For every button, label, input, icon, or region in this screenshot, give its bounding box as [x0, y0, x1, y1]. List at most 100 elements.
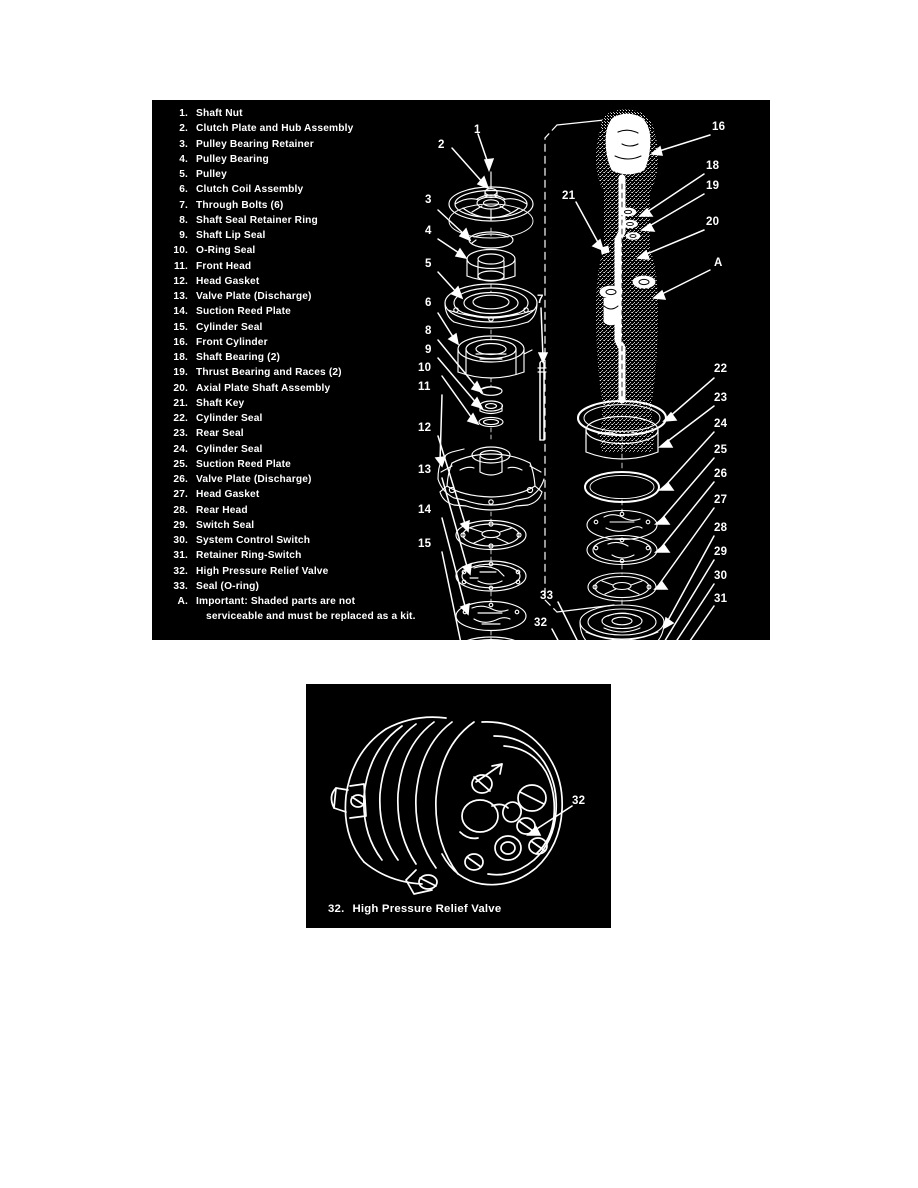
callout-29: 29 — [714, 546, 728, 558]
legend-item-label: Important: Shaded parts are not — [196, 596, 356, 607]
legend-item: 5.Pulley — [166, 169, 416, 184]
legend-item-number: 7. — [179, 199, 188, 211]
legend-item-number: A. — [177, 596, 188, 607]
callout-28: 28 — [714, 522, 728, 534]
legend-item-label: Shaft Lip Seal — [196, 230, 266, 241]
legend-item-label: Through Bolts (6) — [196, 199, 284, 211]
legend-item: 12.Head Gasket — [166, 276, 416, 291]
legend-item: 4. Pulley Bearing — [166, 154, 416, 169]
callout-10: 10 — [418, 362, 432, 374]
callout-valve-32: 32 — [572, 795, 586, 807]
callout-6: 6 — [425, 297, 432, 309]
legend-item-number: 30. — [173, 535, 188, 546]
legend-item: 2.Clutch Plate and Hub Assembly — [166, 123, 416, 138]
callout-23: 23 — [714, 392, 728, 404]
callout-12: 12 — [418, 422, 432, 434]
legend-item-label: Switch Seal — [196, 519, 255, 531]
legend-item-label: Valve Plate (Discharge) — [196, 474, 312, 485]
legend-item-label: Front Head — [196, 260, 252, 272]
callout-1: 1 — [474, 124, 481, 136]
legend-item: 28. Rear Head — [166, 505, 416, 520]
callout-22: 22 — [714, 363, 728, 375]
legend-item: 10.O-Ring Seal — [166, 245, 416, 260]
legend-item-label: Cylinder Seal — [196, 321, 263, 333]
callout-13: 13 — [418, 464, 432, 476]
legend-item-number: 29. — [173, 519, 188, 531]
legend-item: 30.System Control Switch — [166, 535, 416, 550]
legend-item: 31.Retainer Ring-Switch — [166, 550, 416, 565]
legend-item-label: Rear Seal — [196, 428, 244, 440]
legend-item-number: 4. — [179, 153, 188, 165]
legend-item-label: Suction Reed Plate — [196, 306, 291, 318]
legend-item: 14. Suction Reed Plate — [166, 306, 416, 321]
legend-item-number: 10. — [173, 245, 188, 257]
legend-item-number: 3. — [179, 138, 188, 150]
legend-item-number: 8. — [179, 214, 188, 226]
callout-19: 19 — [706, 180, 720, 192]
legend-item: 32. High Pressure Relief Valve — [166, 566, 416, 581]
legend-item: 6.Clutch Coil Assembly — [166, 184, 416, 199]
legend-item: 20. Axial Plate Shaft Assembly — [166, 383, 416, 398]
legend-item-number: 16. — [173, 336, 188, 348]
legend-item-number: 28. — [173, 504, 188, 516]
callout-30: 30 — [714, 570, 728, 582]
callout-8: 8 — [425, 325, 432, 337]
callout-15: 15 — [418, 538, 432, 550]
legend-item: 15.Cylinder Seal — [166, 322, 416, 337]
legend-item-label: Cylinder Seal — [196, 413, 263, 424]
legend-item-label: Seal (O-ring) — [196, 580, 260, 592]
legend-item: 18.Shaft Bearing (2) — [166, 352, 416, 367]
legend-item-label: Valve Plate (Discharge) — [196, 291, 312, 302]
legend-item-label: Shaft Key — [196, 397, 245, 409]
legend-item: 11.Front Head — [166, 261, 416, 276]
legend-item-label: Rear Head — [196, 504, 248, 516]
legend-item-number: 32. — [173, 565, 188, 577]
legend-item: 13. Valve Plate (Discharge) — [166, 291, 416, 306]
legend-item: 26.Valve Plate (Discharge) — [166, 474, 416, 489]
callout-11: 11 — [418, 381, 431, 393]
callout-20: 20 — [706, 216, 720, 228]
legend-item-number: 13. — [173, 291, 188, 302]
legend-item: 23.Rear Seal — [166, 428, 416, 443]
legend-item-label: High Pressure Relief Valve — [196, 565, 329, 577]
legend-item-label: Thrust Bearing and Races (2) — [196, 367, 342, 379]
callout-33: 33 — [540, 590, 554, 602]
callout-14: 14 — [418, 504, 432, 516]
callout-2: 2 — [438, 139, 445, 151]
legend-item-number: 20. — [173, 382, 188, 394]
legend-item-number: 27. — [173, 489, 188, 501]
callout-24: 24 — [714, 418, 728, 430]
legend-item-number: 9. — [179, 230, 188, 241]
legend-item-number: 12. — [173, 275, 188, 287]
legend-item-number: 19. — [173, 367, 188, 379]
callout-27: 27 — [714, 494, 728, 506]
legend-item-number: 24. — [173, 443, 188, 455]
legend-item-number: 31. — [173, 550, 188, 562]
callout-31: 31 — [714, 593, 728, 605]
legend-item-number: 2. — [179, 123, 188, 135]
legend-item-number: 1. — [179, 108, 188, 119]
legend-item: 7. Through Bolts (6) — [166, 200, 416, 215]
callout-32: 32 — [534, 617, 548, 629]
relief-valve-location-figure: 32 32.High Pressure Relief Valve — [306, 684, 611, 928]
legend-item: 3.Pulley Bearing Retainer — [166, 139, 416, 154]
legend-item: 1.Shaft Nut — [166, 108, 416, 123]
legend-item: 21. Shaft Key — [166, 398, 416, 413]
compressor-housing-artwork — [330, 716, 564, 895]
legend-item-number: 21. — [173, 397, 188, 409]
legend-item: A. Important: Shaded parts are not — [166, 596, 416, 611]
callout-7: 7 — [537, 294, 544, 306]
legend-item-continuation: serviceable and must be replaced as a ki… — [166, 611, 416, 626]
legend-item-label: Pulley Bearing — [196, 153, 269, 165]
legend-item-number: 14. — [173, 306, 188, 318]
legend-item-label: Axial Plate Shaft Assembly — [196, 382, 331, 394]
callout-5: 5 — [425, 258, 432, 270]
callout-16: 16 — [712, 121, 726, 133]
callout-18: 18 — [706, 160, 720, 172]
legend-item-number: 25. — [173, 458, 188, 470]
legend-item-continuation-label: serviceable and must be replaced as a ki… — [206, 611, 416, 623]
legend-item: 27.Head Gasket — [166, 489, 416, 504]
